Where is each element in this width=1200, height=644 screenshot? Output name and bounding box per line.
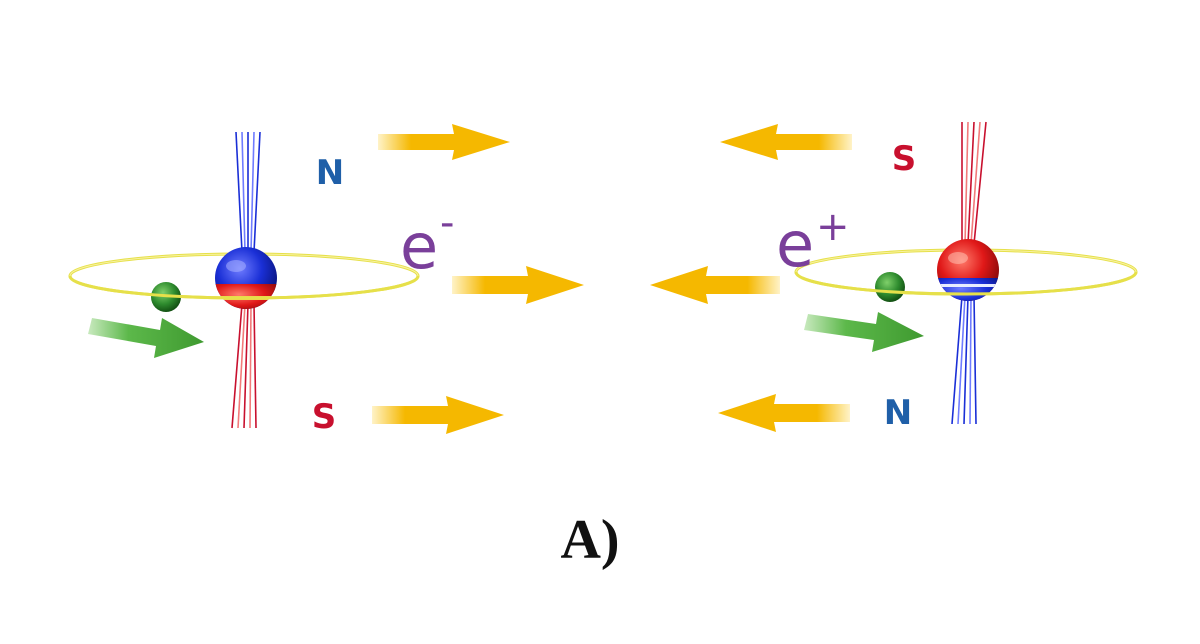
positron-field-arrow-middle — [650, 266, 780, 304]
positron-lower-field-lines — [951, 295, 977, 425]
positron-particle-base: e — [776, 208, 814, 281]
electron-top-pole-label: N — [316, 153, 344, 193]
electron-particle-sign: - — [440, 200, 454, 246]
electron-lower-field-lines — [231, 303, 257, 429]
positron-top-pole-label: S — [892, 139, 917, 179]
positron-upper-field-lines — [961, 121, 987, 245]
electron-particle-base: e — [400, 210, 438, 283]
electron-particle-label: e — [400, 210, 438, 283]
electron-orbit-front — [68, 275, 420, 300]
positron-field-arrows — [650, 124, 852, 432]
electron-field-arrow-bottom — [372, 396, 504, 434]
positron-satellite — [875, 272, 905, 302]
electron-core-sphere — [215, 247, 277, 309]
positron-group: S N e + — [650, 121, 1138, 433]
positron-orbit-front — [794, 271, 1138, 296]
positron-core-sphere — [937, 239, 999, 301]
electron-bottom-pole-label: S — [312, 397, 337, 437]
figure-caption: A) — [560, 509, 619, 571]
positron-bottom-pole-label: N — [884, 393, 912, 433]
positron-particle-sign: + — [816, 204, 850, 250]
positron-particle-label: e — [776, 208, 814, 281]
positron-field-arrow-top — [720, 124, 852, 160]
electron-motion-arrow — [88, 318, 204, 358]
electron-field-arrow-middle — [452, 266, 584, 304]
electron-field-arrow-top — [378, 124, 510, 160]
electron-group: N S e - — [68, 124, 584, 437]
electron-upper-field-lines — [235, 131, 261, 253]
positron-field-arrow-bottom — [718, 394, 850, 432]
electron-field-arrows — [372, 124, 584, 434]
positron-motion-arrow — [804, 312, 924, 352]
